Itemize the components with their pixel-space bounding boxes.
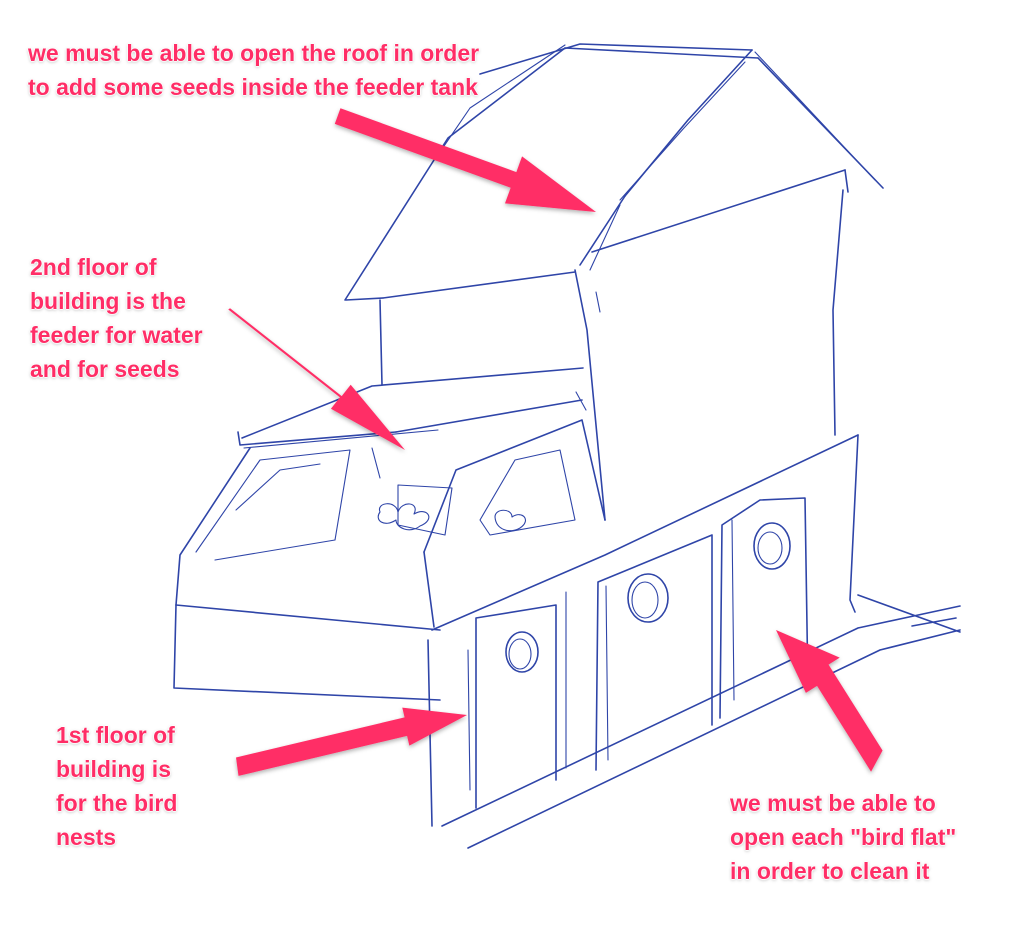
feeder-annotation: 2nd floor of building is the feeder for … xyxy=(30,254,203,382)
nests-annotation: 1st floor of building is for the bird ne… xyxy=(56,722,178,850)
bird-flats-annotation: we must be able to open each "bird flat"… xyxy=(730,790,957,884)
arrow-feeder xyxy=(228,308,405,450)
roof-annotation: we must be able to open the roof in orde… xyxy=(28,40,480,100)
entrance-holes xyxy=(505,522,791,673)
ground-outline xyxy=(441,594,961,849)
arrow-flats xyxy=(776,630,883,772)
roof xyxy=(344,43,884,301)
feeder-floor xyxy=(175,419,606,631)
feeder-lid xyxy=(237,367,587,449)
arrow-nests xyxy=(236,707,467,776)
nest-floor xyxy=(173,434,859,827)
tower-body xyxy=(379,189,844,521)
arrow-roof xyxy=(334,108,596,212)
